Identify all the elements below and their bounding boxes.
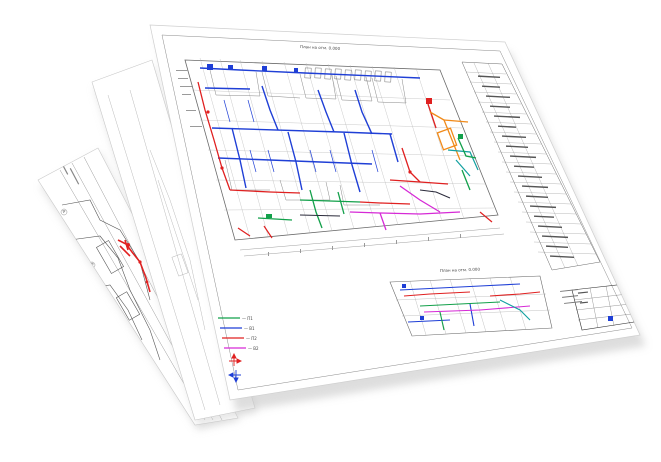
legend-item-1: — В1	[220, 326, 255, 331]
detail-plan: План на отм. 0.000	[389, 267, 553, 337]
sheet-frame	[161, 34, 633, 391]
legend-label-0: — П1	[242, 316, 253, 321]
legend-item-2: — П2	[222, 336, 257, 341]
detail-title: План на отм. 0.000	[440, 267, 481, 273]
blue-duct-network	[199, 67, 421, 193]
legend-label-2: — П2	[246, 336, 257, 341]
specification-table	[461, 61, 601, 271]
legend: — П1 — В1 — П2 — В2	[218, 316, 259, 384]
legend-item-0: — П1	[218, 316, 253, 321]
legend-item-3: — В2	[224, 346, 259, 351]
back-label-b: Б	[89, 262, 95, 267]
front-sheet: План на отм. 0.000	[149, 24, 646, 412]
plan-title: План на отм. 0.000	[300, 44, 341, 51]
floor-plan: План на отм. 0.000	[176, 44, 505, 257]
magenta-duct-network	[349, 185, 461, 231]
teal-duct-network	[447, 149, 479, 177]
middle-sheet-drawing	[107, 89, 221, 411]
back-label-c: В	[119, 317, 125, 322]
legend-label-3: — В2	[248, 346, 259, 351]
airflow-symbol	[227, 352, 243, 384]
notes-block	[560, 289, 583, 304]
title-block	[571, 283, 635, 331]
legend-label-1: — В1	[244, 326, 255, 331]
back-label-a: А	[61, 209, 67, 214]
orange-duct-network	[429, 111, 469, 161]
green-duct-network	[257, 137, 477, 229]
